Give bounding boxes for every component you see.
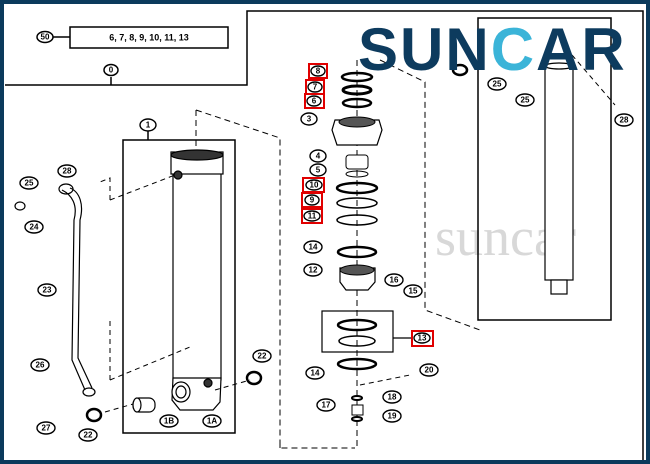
parts-diagram: suncar 50 6, 7, 8, 9, 10, 11, 13 0 [4, 4, 646, 460]
kit-callout: 50 6, 7, 8, 9, 10, 11, 13 [36, 26, 229, 49]
svg-text:20: 20 [425, 366, 434, 375]
callout-1b: 1B [159, 414, 179, 428]
svg-text:18: 18 [388, 393, 397, 402]
assembly-callout: 0 [103, 63, 119, 77]
oil-tube [14, 183, 96, 397]
callout-9-highlighted: 9 [301, 192, 323, 208]
svg-text:12: 12 [309, 266, 318, 275]
callout-3: 3 [300, 112, 318, 126]
svg-text:16: 16 [390, 276, 399, 285]
barrel-tube [132, 149, 224, 413]
svg-text:28: 28 [63, 167, 72, 176]
callout-25: 25 [19, 176, 39, 190]
callout-10-highlighted: 10 [302, 177, 325, 193]
svg-text:9: 9 [310, 196, 315, 205]
piston-rod [451, 62, 574, 295]
svg-text:1: 1 [146, 121, 151, 130]
svg-text:1B: 1B [164, 417, 174, 426]
svg-text:14: 14 [309, 243, 318, 252]
assembly-outline [5, 10, 644, 460]
o-ring-22-left [85, 407, 103, 423]
callout-12: 12 [303, 263, 323, 277]
svg-text:4: 4 [316, 152, 321, 161]
highlighted-callouts: 8 7 6 10 9 11 13 [301, 63, 434, 347]
svg-text:6: 6 [312, 97, 317, 106]
assembly-number: 0 [109, 66, 114, 75]
callout-5: 5 [309, 163, 327, 177]
callout-11-highlighted: 11 [301, 208, 323, 224]
kit-13-box [321, 310, 394, 353]
svg-text:7: 7 [313, 83, 318, 92]
rod-group-box [477, 17, 612, 321]
callout-8-highlighted: 8 [308, 63, 328, 79]
seal-stack [331, 60, 383, 448]
callout-28: 28 [57, 164, 77, 178]
callout-24: 24 [24, 220, 44, 234]
svg-text:25: 25 [521, 96, 530, 105]
callout-15: 15 [403, 284, 423, 298]
svg-text:19: 19 [388, 412, 397, 421]
diagram-svg: suncar 50 6, 7, 8, 9, 10, 11, 13 0 [5, 10, 644, 460]
callout-1: 1 [139, 118, 157, 132]
kit-number: 50 [41, 33, 50, 42]
callout-28: 28 [614, 113, 634, 127]
callout-22: 22 [78, 428, 98, 442]
svg-text:11: 11 [308, 212, 317, 221]
callout-13-highlighted: 13 [411, 330, 434, 347]
callout-18: 18 [382, 390, 402, 404]
callout-1a: 1A [202, 414, 222, 428]
svg-text:27: 27 [42, 424, 51, 433]
svg-text:3: 3 [307, 115, 312, 124]
suncar-logo: SUNCAR [358, 16, 627, 83]
svg-text:24: 24 [30, 223, 39, 232]
callouts: 1 3 4 5 14 12 16 15 14 20 18 17 19 28 25… [19, 77, 634, 442]
callout-23: 23 [37, 283, 57, 297]
callout-27: 27 [36, 421, 56, 435]
svg-text:28: 28 [620, 116, 629, 125]
callout-20: 20 [419, 363, 439, 377]
svg-text:1A: 1A [207, 417, 217, 426]
svg-text:25: 25 [25, 179, 34, 188]
callout-25: 25 [487, 77, 507, 91]
svg-text:8: 8 [316, 67, 321, 76]
svg-text:22: 22 [84, 431, 93, 440]
svg-text:26: 26 [36, 361, 45, 370]
callout-22: 22 [252, 349, 272, 363]
barrel-group-box [122, 139, 236, 434]
callout-4: 4 [309, 149, 327, 163]
svg-text:SUNCAR: SUNCAR [358, 16, 627, 83]
callout-14: 14 [305, 366, 325, 380]
svg-text:25: 25 [493, 80, 502, 89]
svg-text:14: 14 [311, 369, 320, 378]
callout-7-highlighted: 7 [305, 79, 325, 95]
callout-19: 19 [382, 409, 402, 423]
callout-26: 26 [30, 358, 50, 372]
callout-14: 14 [303, 240, 323, 254]
o-ring-22-right [245, 370, 263, 386]
svg-text:17: 17 [322, 401, 331, 410]
svg-text:5: 5 [316, 166, 321, 175]
callout-16: 16 [384, 273, 404, 287]
callout-25: 25 [515, 93, 535, 107]
kit-contents: 6, 7, 8, 9, 10, 11, 13 [109, 33, 189, 43]
svg-text:22: 22 [258, 352, 267, 361]
svg-text:10: 10 [310, 181, 319, 190]
svg-text:15: 15 [409, 287, 418, 296]
callout-17: 17 [316, 398, 336, 412]
callout-6-highlighted: 6 [304, 93, 325, 109]
svg-text:23: 23 [43, 286, 52, 295]
svg-text:13: 13 [418, 334, 427, 343]
